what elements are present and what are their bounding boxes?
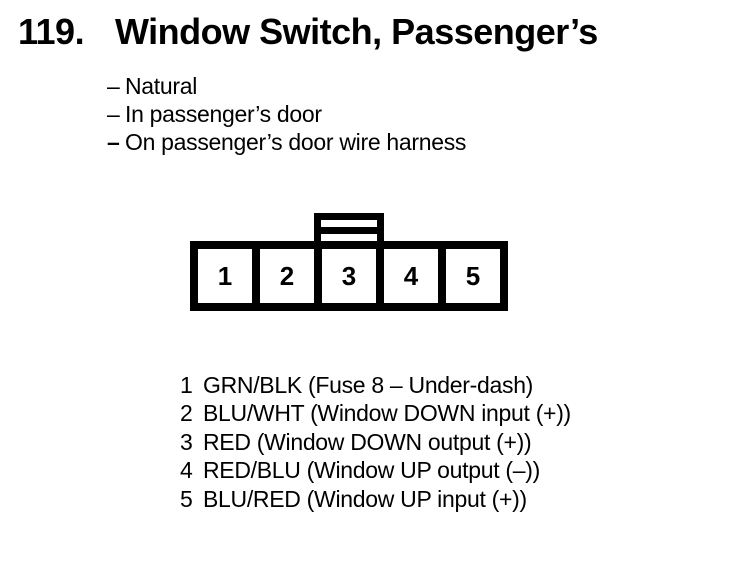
connector-pin-cell-1: 1 [217,260,233,291]
bullet-text: Natural [125,73,198,99]
pin-list-number: 4 [180,457,193,484]
pin-list-description: RED/BLU (Window UP output (–)) [203,457,540,484]
connector-cell-divider [252,249,260,303]
heading-number: 119. [18,11,85,52]
connector-keying-tab [314,213,384,241]
pin-list-description: BLU/RED (Window UP input (+)) [203,485,527,512]
pin-list-number: 1 [180,372,193,398]
page-title: Window Switch, Passenger’s [115,11,598,52]
spec-bullet-location: – In passenger’s door [107,100,466,128]
pin-description-list: 1 GRN/BLK (Fuse 8 – Under-dash) 2 BLU/WH… [180,371,571,513]
bullet-text: On passenger’s door wire harness [125,129,467,155]
connector-cell-divider [438,249,446,303]
bullet-dash: – [107,129,120,155]
pin-list-description: BLU/WHT (Window DOWN input (+)) [203,400,571,427]
connector-tab-divider [321,227,377,234]
connector-diagram: 1 2 3 4 5 [190,213,508,311]
pin-list-number: 5 [180,485,193,512]
pin-list-row: 1 GRN/BLK (Fuse 8 – Under-dash) [180,371,571,399]
pin-list-row: 3 RED (Window DOWN output (+)) [180,428,571,456]
connector-pin-cell-5: 5 [465,260,481,291]
pin-list-number: 3 [180,428,193,455]
pin-list-number: 2 [180,400,193,427]
spec-bullet-harness: – On passenger’s door wire harness [107,128,466,156]
connector-body: 1 2 3 4 5 [190,241,508,311]
spec-bullet-color: – Natural [107,72,466,100]
pin-list-description: RED (Window DOWN output (+)) [203,428,532,455]
bullet-dash: – [107,101,120,127]
pin-list-description: GRN/BLK (Fuse 8 – Under-dash) [203,372,534,398]
connector-pin-cell-2: 2 [279,260,295,291]
bullet-dash: – [107,73,120,99]
spec-bullet-list: – Natural – In passenger’s door – On pas… [107,72,466,156]
pin-list-row: 2 BLU/WHT (Window DOWN input (+)) [180,399,571,427]
pin-list-row: 4 RED/BLU (Window UP output (–)) [180,456,571,484]
connector-pin-cell-3: 3 [341,260,357,291]
connector-cell-divider [376,249,384,303]
pin-list-row: 5 BLU/RED (Window UP input (+)) [180,485,571,513]
bullet-text: In passenger’s door [125,101,322,127]
connector-cell-divider [314,249,322,303]
connector-pin-cell-4: 4 [403,260,419,291]
